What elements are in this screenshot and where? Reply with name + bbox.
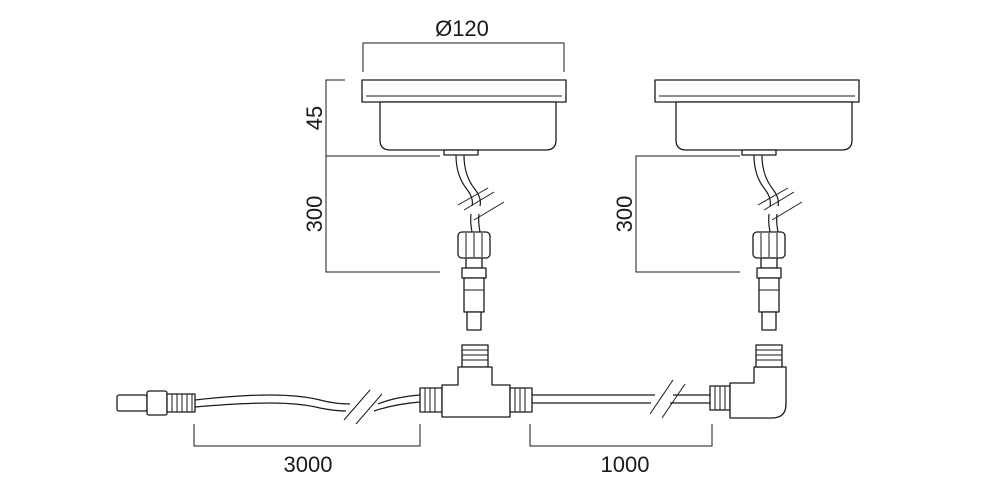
lead-length-dimension: 3000 <box>193 424 421 477</box>
left-drop-cable <box>455 154 505 233</box>
link-cable-break <box>649 379 674 415</box>
left-luminaire <box>361 79 567 156</box>
left-height-dimension: 45 <box>302 79 440 157</box>
left-cable-dimension: 300 <box>302 156 440 273</box>
lead-cable <box>194 389 421 425</box>
link-length-dimension: 1000 <box>529 424 713 477</box>
right-connector <box>752 231 786 331</box>
lead-length-label: 3000 <box>284 452 333 477</box>
right-cable-length-label: 300 <box>612 196 637 233</box>
diameter-dimension: Ø120 <box>362 16 565 72</box>
diameter-label: Ø120 <box>435 16 489 41</box>
link-cable <box>532 379 710 419</box>
left-cable-length-label: 300 <box>302 196 327 233</box>
right-cable-break <box>757 187 789 206</box>
left-cable-break <box>463 191 495 211</box>
height-label: 45 <box>302 106 327 130</box>
right-luminaire <box>654 79 860 156</box>
right-cable-dimension: 300 <box>612 155 740 273</box>
end-plug <box>116 390 196 416</box>
t-connector <box>419 344 533 418</box>
right-drop-cable <box>753 154 803 233</box>
lead-cable-break <box>343 389 371 421</box>
left-connector <box>457 231 491 331</box>
elbow-connector <box>709 344 787 419</box>
link-length-label: 1000 <box>601 452 650 477</box>
